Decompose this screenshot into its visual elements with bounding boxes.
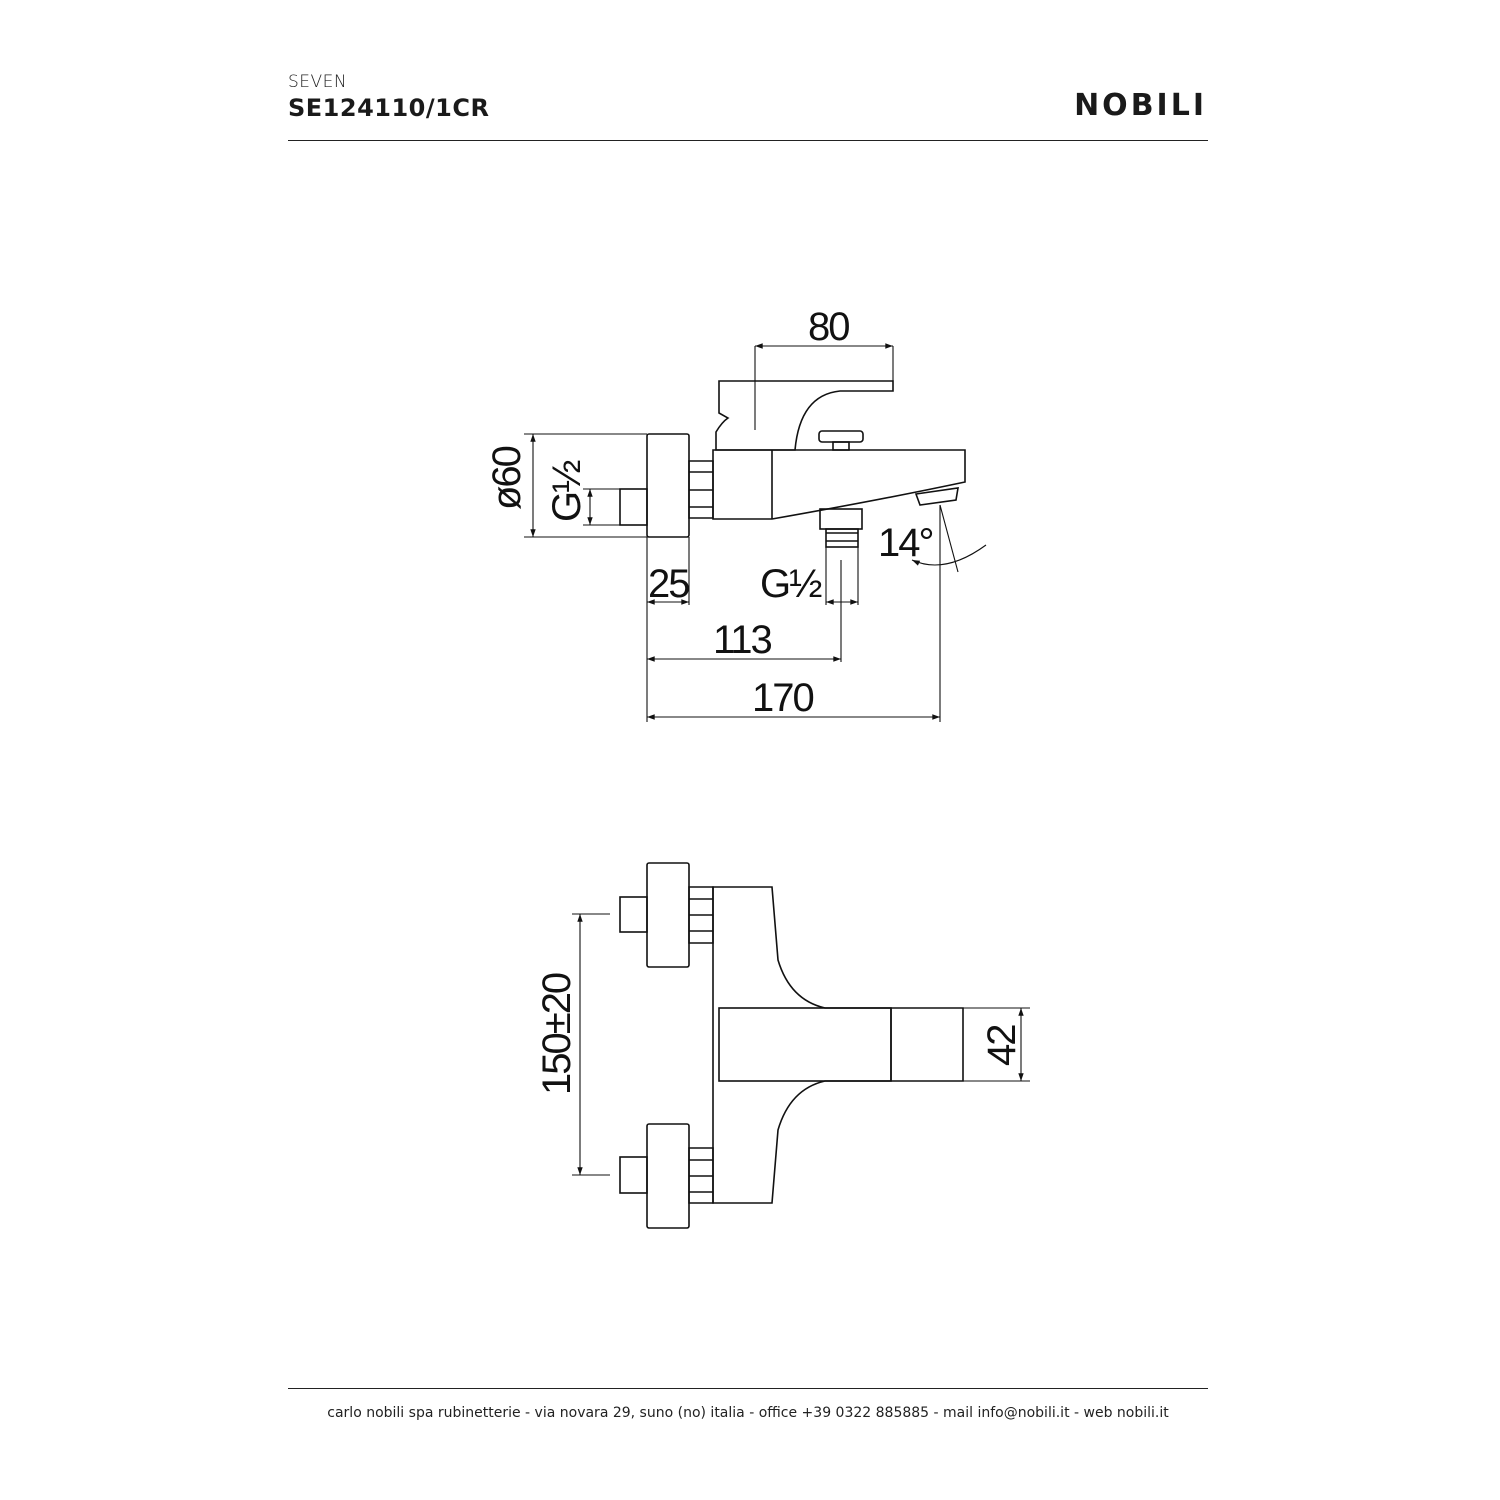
rosette-bottom	[646, 1123, 690, 1229]
header-divider	[288, 140, 1208, 141]
mixer-body	[712, 449, 966, 520]
rosette-top	[646, 862, 690, 968]
footer-divider	[288, 1388, 1208, 1389]
aerator	[914, 487, 959, 506]
hex-nut	[688, 460, 714, 519]
dim-centers: 150±20	[535, 973, 579, 1095]
product-code: SE124110/1CR	[288, 94, 490, 122]
dim-spout-height: 42	[980, 1025, 1024, 1066]
dim-diameter: ø60	[485, 446, 529, 510]
dim-spout-angle: 14°	[878, 521, 933, 565]
front-handle	[718, 1007, 892, 1082]
outlet-connector	[819, 508, 863, 530]
side-view	[619, 380, 966, 548]
company-contact-footer: carlo nobili spa rubinetterie - via nova…	[327, 1405, 1169, 1421]
front-body	[712, 886, 964, 1204]
diverter-knob	[818, 430, 864, 443]
dim-outlet-thread: G½	[760, 562, 822, 606]
dim-outlet-distance: 113	[713, 618, 772, 662]
rosette	[646, 433, 690, 538]
lever-handle	[715, 380, 894, 451]
dim-width-handle: 80	[808, 305, 849, 349]
series-name: SEVEN	[288, 72, 348, 92]
dim-total-length: 170	[752, 676, 813, 720]
dim-inlet-thread: G½	[545, 460, 589, 522]
dim-wall-depth: 25	[648, 562, 689, 606]
front-view	[619, 862, 964, 1229]
inlet-pipe	[619, 488, 648, 526]
brand-logo: NOBILI	[1074, 88, 1207, 123]
